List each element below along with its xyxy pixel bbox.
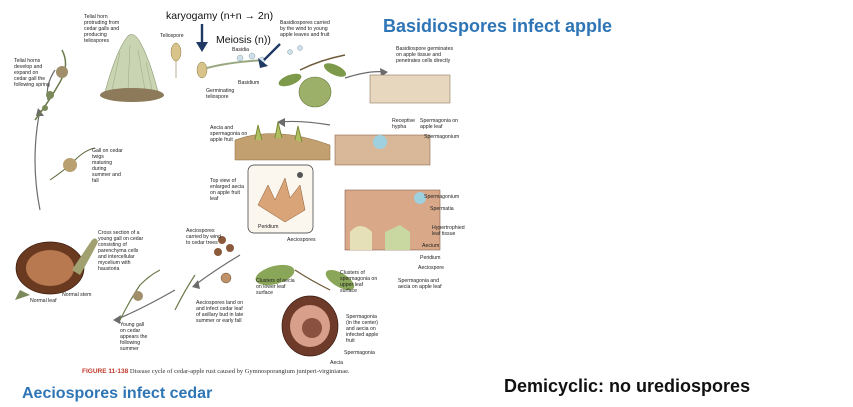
- label-gall-cedar: Gall on cedar twigs maturing during summ…: [92, 148, 123, 184]
- arrowhead-2: [113, 315, 121, 324]
- label-clusters-aecia: Clusters of aecia on lower leaf surface: [256, 278, 295, 296]
- title-aeciospores: Aeciospores infect cedar: [22, 385, 213, 402]
- label-young-gall: Young gall on cedar appears the followin…: [120, 322, 148, 352]
- aeciospores-cluster: [214, 236, 234, 284]
- cedar-twig-top: [34, 49, 68, 121]
- apple-bottom: [255, 264, 355, 357]
- label-top-view: Top view of enlarged aecia on apple frui…: [210, 178, 245, 202]
- label-basidiospores-carried: Basidiospores carried by the wind to you…: [280, 20, 330, 38]
- label-spermagonium: Spermagonium: [424, 134, 460, 140]
- label-basidia: Basidia: [232, 47, 250, 53]
- label-spermagonia: Spermagonia: [344, 350, 375, 356]
- label-peridium: Peridium: [420, 255, 441, 261]
- figure-caption: FIGURE 11-138 Disease cycle of cedar-app…: [82, 368, 350, 375]
- title-basidiospores: Basidiospores infect apple: [383, 16, 613, 36]
- arrow-down-icon: [196, 24, 208, 52]
- label-telial-horns: Telial horn protruding from cedar galls …: [84, 14, 120, 44]
- annotation-karyogamy: karyogamy (n+n → 2n): [166, 10, 274, 22]
- label-peridium-top: Peridium: [258, 224, 279, 230]
- cedar-twig-bottom: [119, 269, 196, 321]
- telial-horn-gall: [100, 34, 164, 102]
- leaf-tissue-sections: [334, 74, 451, 251]
- label-cross-section: Cross section of a young gall on cedar c…: [98, 230, 144, 272]
- label-aecium: Aecium: [422, 243, 440, 249]
- label-normal-stem: Normal stem: [62, 292, 92, 298]
- label-teliospore: Teliospore: [160, 33, 184, 39]
- label-aeciospore: Aeciospore: [418, 265, 444, 271]
- apple-top: [278, 54, 347, 108]
- label-germinating: Germinating teliospore: [206, 88, 235, 100]
- label-aeciospores-wind: Aeciospores carried by wind to cedar tre…: [186, 228, 221, 246]
- label-spermatia: Spermatia: [430, 206, 454, 212]
- label-receptive: Receptive hypha: [392, 118, 416, 130]
- figure-caption-text: Disease cycle of cedar-apple rust caused…: [129, 368, 350, 375]
- aecia-fruit-section: [234, 121, 331, 161]
- label-spermagonium-2: Spermagonium: [424, 194, 460, 200]
- arrowhead-3: [192, 280, 200, 289]
- label-basidium: Basidium: [238, 80, 260, 86]
- label-spermagonia-leaf: Spermagonia on apple leaf: [420, 118, 459, 130]
- arrow-left-up: [34, 109, 41, 211]
- top-view-box: [247, 164, 314, 234]
- label-sperm-aecia-leaf: Spermagonia and aecia on apple leaf: [398, 278, 442, 290]
- label-aeciospores-top: Aeciospores: [287, 237, 316, 243]
- annotation-meiosis: Meiosis (n)): [216, 34, 271, 46]
- arrow-down-left-icon: [258, 43, 281, 68]
- label-normal-leaf: Normal leaf: [30, 298, 57, 304]
- note-demicyclic: Demicyclic: no urediospores: [504, 376, 751, 396]
- label-telial-develop: Telial horns develop and expand on cedar…: [14, 58, 50, 88]
- figure-number: FIGURE 11-138: [82, 368, 129, 375]
- label-hypertrophied: Hypertrophied leaf tissue: [432, 225, 465, 237]
- label-sperm-center: Spermagonia (in the center) and aecia on…: [346, 314, 379, 344]
- label-basidiospore-germinates: Basidiospore germinates on apple tissue …: [396, 46, 454, 64]
- label-aecia-fruit: Aecia and spermagonia on apple fruit: [210, 125, 248, 143]
- arrowhead-5: [277, 118, 285, 127]
- label-aecia: Aecia: [330, 360, 343, 366]
- cedar-branch-mid: [49, 147, 96, 181]
- cedar-gall-section: [15, 238, 98, 300]
- cycle-arrows: [34, 69, 386, 321]
- label-clusters-sperm: Clusters of spermagonia on upper leaf su…: [340, 270, 378, 294]
- label-aeciospores-land: Aeciospores land on and infect cedar lea…: [196, 300, 244, 324]
